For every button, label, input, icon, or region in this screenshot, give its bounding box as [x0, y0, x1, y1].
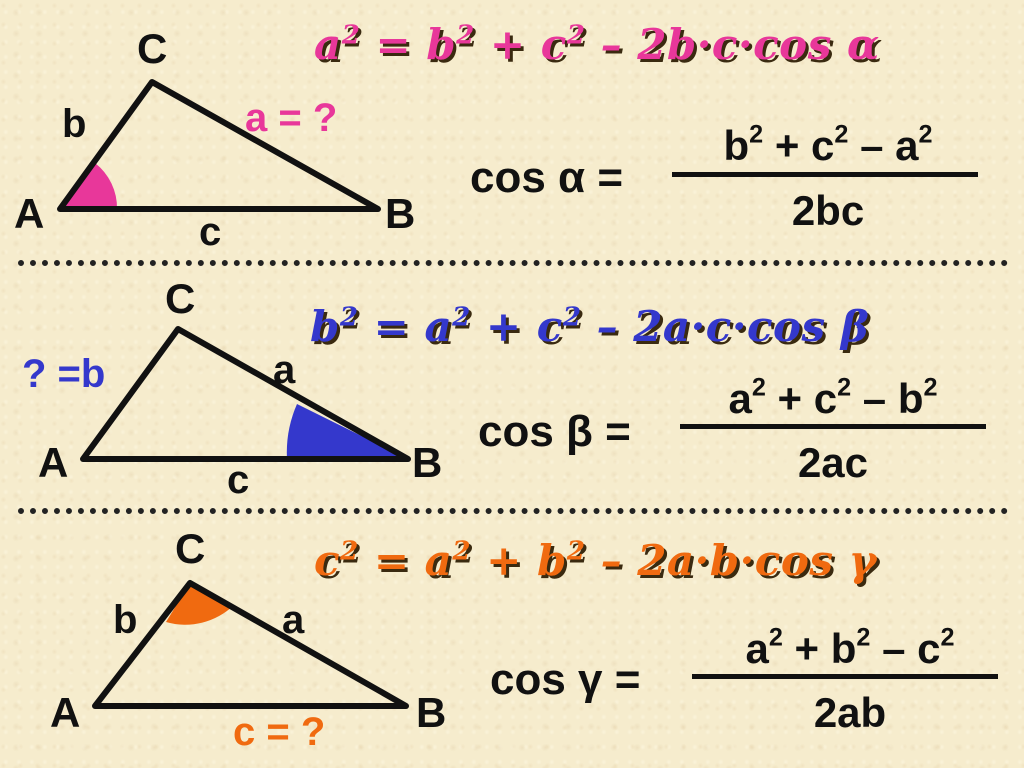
vertex-label-c: C [165, 275, 196, 322]
unknown-side-label: ? =b [22, 352, 106, 396]
triangle-1 [57, 79, 381, 212]
vertex-label-a: A [38, 439, 69, 486]
fraction-numerator: a2 + c2 – b2 [728, 373, 938, 422]
vertex-label-b: B [412, 439, 443, 486]
side-label: a [273, 348, 296, 392]
side-label: b [62, 102, 87, 146]
vertex-label-c: C [175, 525, 206, 572]
vertex-label-b: B [385, 190, 416, 237]
angle-gamma-arc [166, 583, 234, 625]
fraction-denominator: 2ab [813, 689, 887, 736]
vertex-label-a: A [50, 689, 81, 736]
side-label: a [282, 598, 305, 642]
side-label: c [227, 458, 250, 502]
triangle-2 [80, 326, 411, 462]
cos-alpha-lhs: cos α = [470, 153, 624, 202]
fraction-denominator: 2ac [797, 439, 869, 486]
dotted-separator [18, 508, 1008, 514]
fraction-numerator: b2 + c2 – a2 [723, 120, 933, 169]
cos-beta-lhs: cos β = [478, 407, 631, 456]
law-of-cosines-a: a2 = b2 + c2 – 2b·c·cos α [314, 20, 880, 69]
unknown-side-label: c = ? [233, 710, 326, 754]
vertex-label-b: B [416, 689, 447, 736]
fraction-bar [692, 674, 998, 679]
fraction-denominator: 2bc [791, 187, 865, 234]
vertex-label-a: A [14, 190, 45, 237]
vertex-label-c: C [137, 25, 168, 72]
dotted-separator [18, 260, 1008, 266]
side-label: c [199, 210, 222, 254]
fraction-bar [672, 172, 978, 177]
law-of-cosines-b: b2 = a2 + c2 – 2a·c·cos β [310, 302, 870, 351]
side-label: b [113, 598, 138, 642]
cos-gamma-lhs: cos γ = [490, 655, 641, 704]
angle-alpha-arc [60, 163, 118, 209]
law-of-cosines-c: c2 = a2 + b2 – 2a·b·cos γ [314, 536, 877, 585]
unknown-side-label: a = ? [245, 96, 338, 140]
fraction-bar [680, 424, 986, 429]
fraction-numerator: a2 + b2 – c2 [745, 623, 955, 672]
triangle-3 [92, 580, 409, 709]
